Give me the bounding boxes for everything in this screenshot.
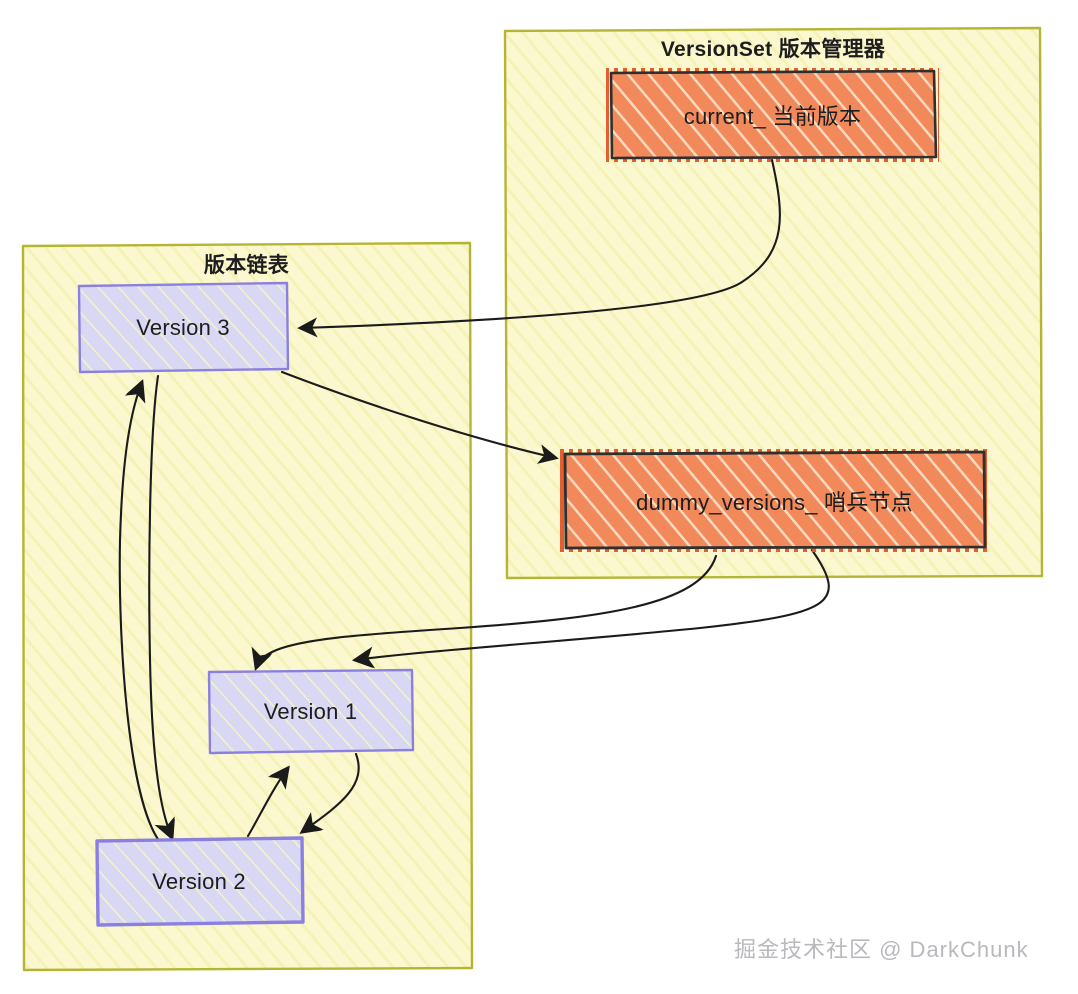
node-dummy-versions[interactable]	[560, 449, 989, 552]
node-version-3[interactable]	[77, 281, 290, 374]
group-version-set	[503, 26, 1044, 580]
edge-dummy-to-version2	[251, 554, 718, 671]
watermark-credit: 掘金技术社区 @ DarkChunk	[734, 937, 1029, 962]
node-version-1[interactable]	[207, 668, 415, 755]
edge-layer	[118, 158, 830, 844]
edge-version1-to-version3	[118, 379, 162, 844]
edge-version2-to-version1	[246, 765, 290, 838]
node-current[interactable]	[606, 68, 939, 162]
edge-current-to-version3	[297, 158, 781, 338]
edge-dummy-to-version1	[351, 548, 830, 669]
edge-version1-to-version2	[299, 752, 360, 834]
edge-version3-to-version2	[148, 374, 175, 841]
group-version-chain	[21, 241, 474, 972]
edge-version3-to-dummy	[280, 370, 559, 464]
node-version-2[interactable]	[95, 836, 305, 927]
